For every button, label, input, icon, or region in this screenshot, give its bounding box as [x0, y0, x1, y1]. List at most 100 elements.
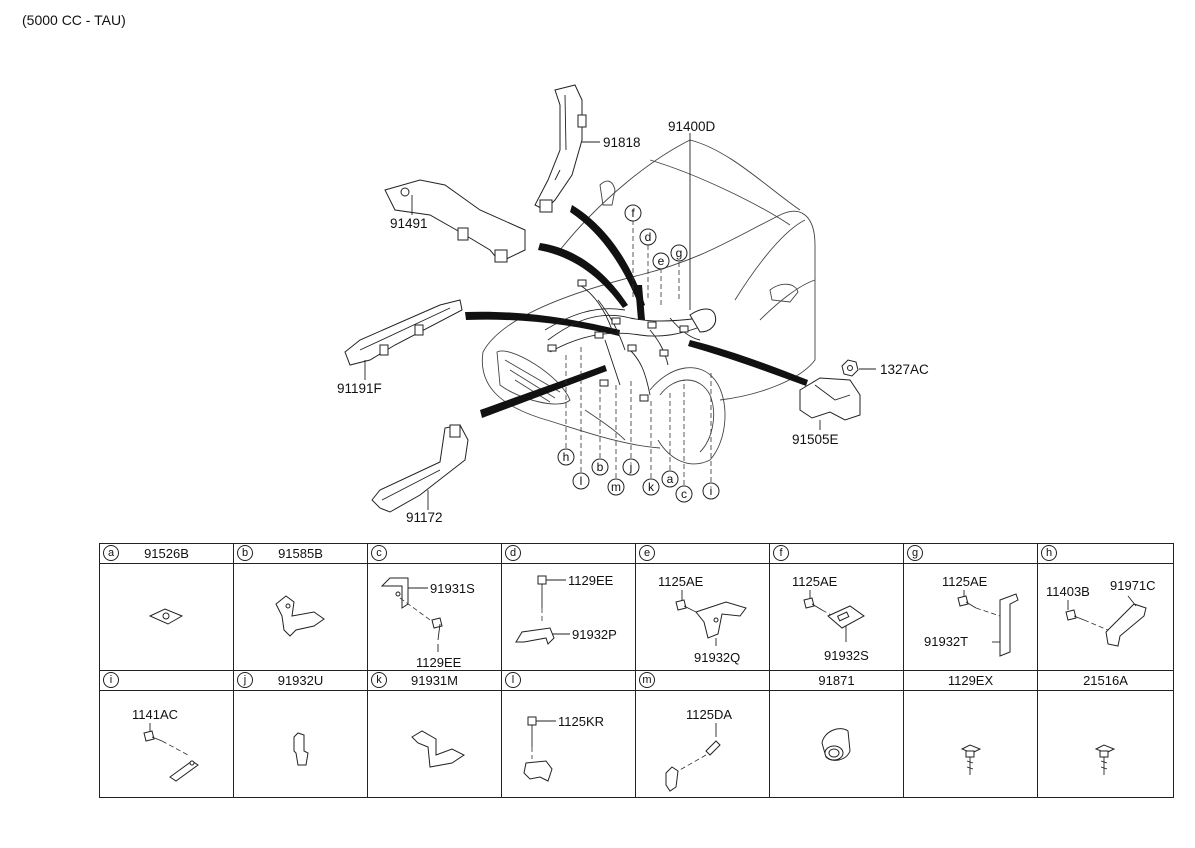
svg-text:b: b — [597, 460, 604, 474]
part-number: 91526B — [144, 546, 189, 561]
bracket-91932S-drawing — [827, 605, 865, 629]
part-number: 1129EX — [947, 673, 994, 688]
letter-d: d — [505, 545, 521, 561]
cell-e: 1125AE 91932Q — [635, 563, 770, 671]
bracket-drawing — [169, 760, 199, 782]
header-h: h — [1037, 543, 1174, 564]
callout-i: i — [702, 482, 720, 500]
label-91400D: 91400D — [668, 119, 716, 134]
part-number: 91585B — [278, 546, 323, 561]
cell-l: 1125KR — [501, 690, 636, 798]
bolt-icon — [1065, 609, 1085, 621]
label-91491: 91491 — [390, 216, 428, 231]
svg-text:d: d — [645, 230, 652, 244]
callout-j: j — [622, 458, 640, 476]
header-b: b 91585B — [233, 543, 368, 564]
bracket-91585B-drawing — [275, 595, 325, 637]
cell-91871 — [769, 690, 904, 798]
bracket-drawing — [523, 760, 553, 782]
label-91931S: 91931S — [430, 581, 475, 596]
svg-text:j: j — [629, 460, 633, 474]
letter-i: i — [103, 672, 119, 688]
bolt-1129EX-icon — [960, 744, 982, 775]
part-91172-bracket — [371, 424, 469, 513]
svg-text:l: l — [580, 474, 583, 488]
bracket-91971C-drawing — [1105, 595, 1147, 647]
svg-text:g: g — [676, 246, 683, 260]
label-1141AC: 1141AC — [132, 707, 178, 722]
part-number: 21516A — [1083, 673, 1128, 688]
cell-j — [233, 690, 368, 798]
label-91971C: 91971C — [1110, 578, 1156, 593]
bolt-icon — [143, 730, 163, 742]
bolt-icon — [803, 597, 823, 611]
label-91932T: 91932T — [924, 634, 968, 649]
label-1125KR: 1125KR — [558, 714, 604, 729]
label-91932P: 91932P — [572, 627, 617, 642]
header-f: f — [769, 543, 904, 564]
letter-f: f — [773, 545, 789, 561]
bolt-icon — [675, 599, 693, 611]
cell-1129EX — [903, 690, 1038, 798]
label-91818: 91818 — [603, 135, 641, 150]
letter-a: a — [103, 545, 119, 561]
header-m: m — [635, 670, 770, 691]
callout-b: b — [591, 458, 609, 476]
cell-h: 11403B 91971C — [1037, 563, 1174, 671]
label-1327AC: 1327AC — [880, 362, 929, 377]
header-91871: 91871 — [769, 670, 904, 691]
header-a: a 91526B — [99, 543, 234, 564]
svg-text:c: c — [681, 487, 687, 501]
cell-c: 91931S 1129EE — [367, 563, 502, 671]
label-1125AE: 1125AE — [942, 574, 988, 589]
svg-text:h: h — [563, 450, 570, 464]
engine-label: (5000 CC - TAU) — [22, 12, 126, 28]
harness-bands — [465, 205, 808, 418]
cell-m: 1125DA — [635, 690, 770, 798]
bolt-icon — [537, 575, 547, 608]
cell-d: 1129EE 91932P — [501, 563, 636, 671]
header-e: e — [635, 543, 770, 564]
letter-e: e — [639, 545, 655, 561]
callout-h: h — [557, 448, 575, 466]
bracket-91932Q-drawing — [695, 601, 747, 639]
callout-f: f — [624, 204, 642, 222]
letter-l: l — [505, 672, 521, 688]
car-body-outline — [481, 139, 816, 465]
harness-diagram: 91818 91400D 91491 91191F 1327AC 91505E … — [337, 84, 929, 525]
callout-m: m — [607, 478, 625, 496]
label-1129EE: 1129EE — [568, 573, 614, 588]
letter-b: b — [237, 545, 253, 561]
clip-91526B-drawing — [148, 608, 184, 625]
clip-91932U-drawing — [293, 732, 309, 766]
letter-k: k — [371, 672, 387, 688]
label-91191F: 91191F — [337, 381, 382, 396]
label-91932Q: 91932Q — [694, 650, 740, 665]
header-l: l — [501, 670, 636, 691]
bolt-21516A-icon — [1094, 744, 1116, 775]
svg-text:k: k — [648, 480, 655, 494]
part-number: 91871 — [818, 673, 855, 688]
svg-text:e: e — [658, 254, 665, 268]
letter-j: j — [237, 672, 253, 688]
label-11403B: 11403B — [1046, 584, 1090, 599]
cell-b — [233, 563, 368, 671]
cell-f: 1125AE 91932S — [769, 563, 904, 671]
bolt-icon — [527, 716, 537, 747]
header-21516A: 21516A — [1037, 670, 1174, 691]
part-91491-bracket — [384, 179, 526, 263]
bolt-icon — [957, 595, 977, 609]
bracket-91932P-drawing — [515, 627, 555, 645]
clip-drawing — [665, 766, 679, 792]
header-1129EX: 1129EX — [903, 670, 1038, 691]
part-91818-duct — [534, 84, 587, 213]
cell-k — [367, 690, 502, 798]
callout-g: g — [670, 244, 688, 262]
letter-m: m — [639, 672, 655, 688]
grommet-91871-drawing — [821, 728, 851, 761]
bracket-91931M-drawing — [411, 730, 465, 768]
cell-21516A — [1037, 690, 1174, 798]
